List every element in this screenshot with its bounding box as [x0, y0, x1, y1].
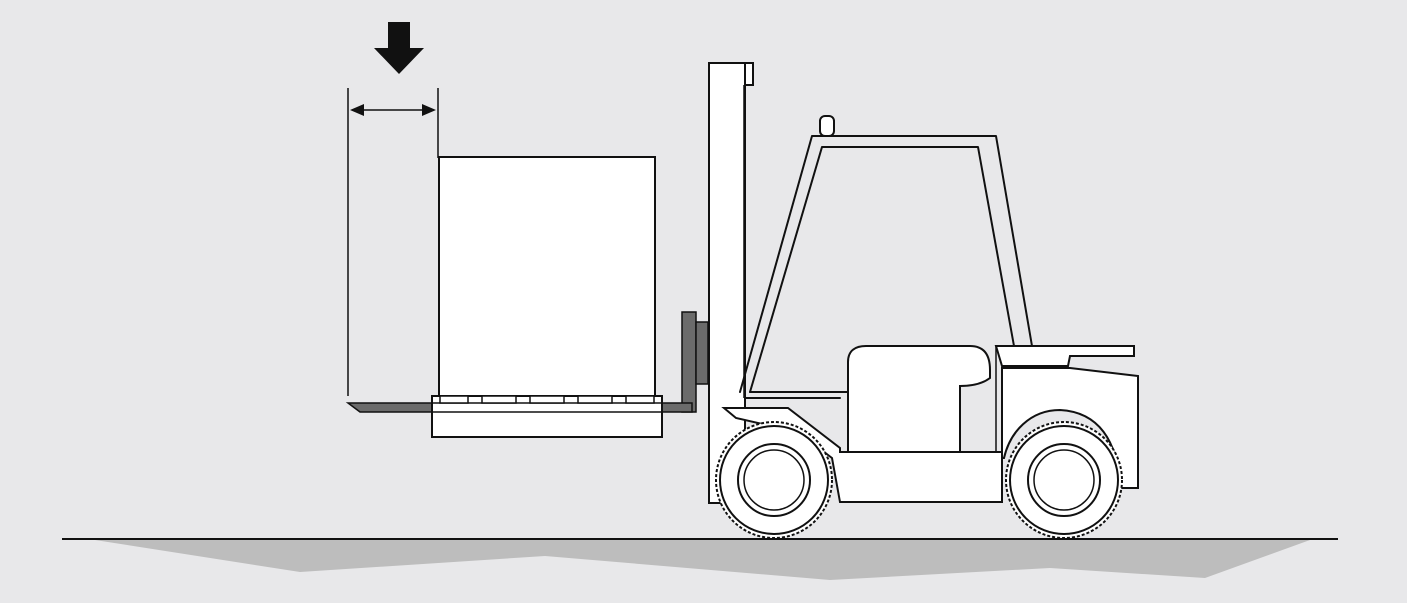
- load-center-dimension: [347, 88, 439, 396]
- load-box: [438, 156, 656, 397]
- rear-wheel: [1005, 421, 1123, 539]
- counterweight: [994, 345, 1135, 367]
- overhead-guard: [739, 135, 1033, 393]
- beacon-light: [819, 115, 835, 137]
- front-wheel: [715, 421, 833, 539]
- arrow-down-icon: [374, 22, 424, 74]
- ground-shadow: [95, 540, 1310, 580]
- forklift: [715, 115, 1139, 539]
- pallet: [431, 395, 663, 438]
- seat: [847, 345, 991, 453]
